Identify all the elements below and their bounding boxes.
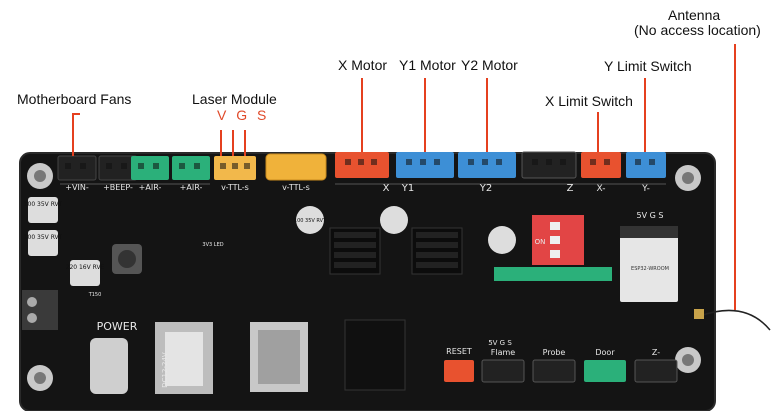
- silk-door: Door: [595, 348, 615, 357]
- stepper-driver-x: [329, 227, 381, 275]
- silk-flame: Flame: [491, 348, 516, 357]
- connector-flame: [481, 359, 525, 383]
- svg-text:ON: ON: [535, 238, 546, 246]
- connector-x-limit: [581, 152, 621, 178]
- label-y1-motor: Y1 Motor: [399, 57, 456, 73]
- silk-led: 3V3 LED: [202, 242, 223, 248]
- label-motherboard-fans: Motherboard Fans: [17, 91, 132, 107]
- silk-5v-g-s-bottom: 5V G S: [488, 339, 512, 347]
- mount-hole-bottom-right: [675, 347, 701, 373]
- mount-hole-bottom-left: [27, 365, 53, 391]
- mount-hole-top-right: [675, 165, 701, 191]
- connector-z-minus: [634, 359, 678, 383]
- antenna-wire: [699, 309, 771, 331]
- silk-vin: +VIN-: [65, 183, 89, 192]
- dip-switch: ON: [532, 215, 584, 265]
- capacitor-2: 100 35V RVT: [24, 230, 63, 256]
- silk-x: X: [383, 183, 390, 194]
- silk-x-minus: X-: [597, 184, 606, 194]
- mount-hole-top-left: [27, 163, 53, 189]
- silk-y-minus: Y-: [641, 184, 650, 194]
- usb-port: [344, 319, 406, 391]
- silk-air-2: +AIR-: [180, 183, 203, 192]
- label-x-motor: X Motor: [338, 57, 388, 73]
- silk-ttl-2: v-TTL-s: [282, 183, 310, 192]
- silk-beep: +BEEP-: [103, 183, 133, 192]
- silk-t150: T150: [88, 292, 102, 298]
- capacitor-5: [380, 206, 408, 234]
- silk-5v-g-s: 5V G S: [637, 211, 664, 220]
- stepper-driver-y: [411, 227, 463, 275]
- connector-pins: [65, 159, 655, 169]
- usb-c-port: [90, 338, 128, 394]
- label-laser-module: Laser Module: [192, 91, 277, 107]
- capacitor-6: [488, 226, 516, 254]
- header-green: [494, 267, 612, 281]
- label-antenna-note: (No access location): [634, 22, 761, 38]
- connector-reset: [444, 360, 474, 382]
- silk-y2: Y2: [479, 183, 492, 194]
- svg-text:ESP32-WROOM: ESP32-WROOM: [631, 266, 669, 272]
- capacitor-1: 100 35V RVT: [24, 197, 63, 223]
- connector-laser-xt30: [265, 153, 327, 181]
- svg-text:100 35V RVT: 100 35V RVT: [24, 201, 63, 208]
- connector-door: [584, 360, 626, 382]
- silk-power: POWER: [97, 320, 138, 333]
- svg-text:220 16V RVE: 220 16V RVE: [66, 264, 105, 271]
- capacitor-3: 220 16V RVE: [66, 260, 105, 286]
- connector-air-1: [131, 156, 169, 180]
- label-antenna: Antenna: [668, 7, 721, 23]
- connector-probe: [532, 359, 576, 383]
- silk-z-minus: Z-: [652, 348, 660, 357]
- label-y2-motor: Y2 Motor: [461, 57, 518, 73]
- silk-air-1: +AIR-: [139, 183, 162, 192]
- capacitor-4: 100 35V RVT: [294, 206, 327, 234]
- silk-reset: RESET: [446, 347, 472, 356]
- connector-y-limit: [626, 152, 666, 178]
- silk-probe: Probe: [543, 348, 566, 357]
- svg-text:100 35V RVT: 100 35V RVT: [24, 234, 63, 241]
- silk-y1: Y1: [401, 183, 414, 194]
- esp32-module: ESP32-WROOM: [620, 226, 678, 302]
- callout-lines: [72, 44, 736, 310]
- silk-z: Z: [567, 183, 574, 194]
- terminal-block: [22, 290, 58, 330]
- connector-air-2: [172, 156, 210, 180]
- svg-text:DC12-24V: DC12-24V: [161, 352, 169, 388]
- connector-vin: [57, 155, 97, 181]
- silk-ttl: v-TTL-s: [221, 183, 249, 192]
- svg-text:100 35V RVT: 100 35V RVT: [294, 218, 327, 224]
- label-y-limit-switch: Y Limit Switch: [604, 58, 692, 74]
- label-vgs: V G S: [217, 107, 270, 123]
- label-x-limit-switch: X Limit Switch: [545, 93, 633, 109]
